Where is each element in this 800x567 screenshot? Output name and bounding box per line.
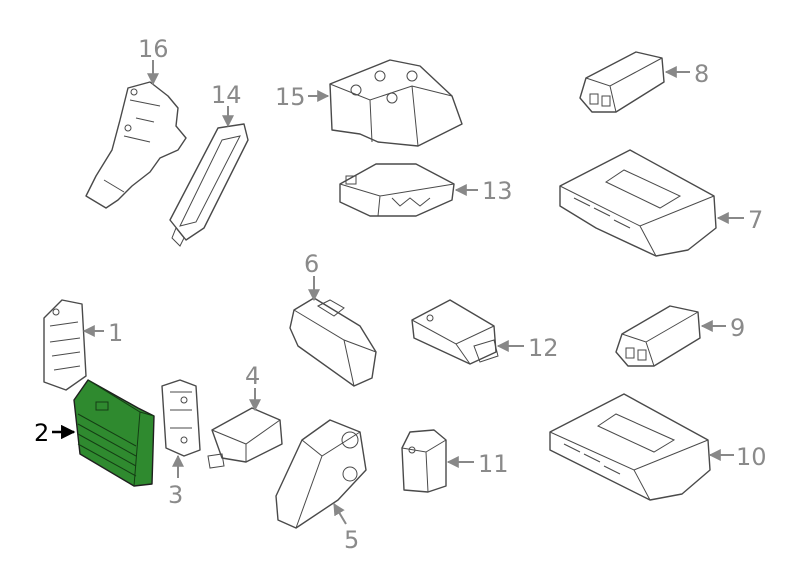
callout-12: 12 [528,334,559,362]
part-6-module[interactable] [289,297,377,387]
callout-16: 16 [138,35,169,63]
part-7-control-unit[interactable] [559,149,717,257]
callout-15: 15 [275,83,306,111]
callout-13: 13 [482,177,513,205]
part-8-sensor[interactable] [579,51,665,113]
part-15-block[interactable] [329,59,463,147]
part-1-frame[interactable] [43,299,87,391]
callout-14: 14 [211,81,242,109]
part-10-control-unit[interactable] [549,393,711,501]
callout-9: 9 [730,314,745,342]
part-4-module[interactable] [207,407,283,469]
callout-6: 6 [304,250,319,278]
part-2-ecu-highlighted[interactable] [73,379,155,487]
part-16-bracket[interactable] [85,81,187,209]
part-9-sensor[interactable] [615,305,701,367]
part-11-housing[interactable] [401,429,447,493]
callout-11: 11 [478,450,509,478]
arrow-5 [333,502,347,525]
callout-7: 7 [748,206,763,234]
part-14-slim-module[interactable] [169,123,249,247]
callout-3: 3 [168,481,183,509]
callout-2: 2 [34,419,49,447]
part-13-flat-module[interactable] [339,163,455,217]
part-12-box-module[interactable] [411,299,499,365]
callout-4: 4 [245,362,260,390]
part-5-module[interactable] [275,419,367,529]
callout-1: 1 [108,319,123,347]
callout-10: 10 [736,443,767,471]
callout-5: 5 [344,526,359,554]
callout-8: 8 [694,60,709,88]
part-3-bracket[interactable] [161,379,201,457]
